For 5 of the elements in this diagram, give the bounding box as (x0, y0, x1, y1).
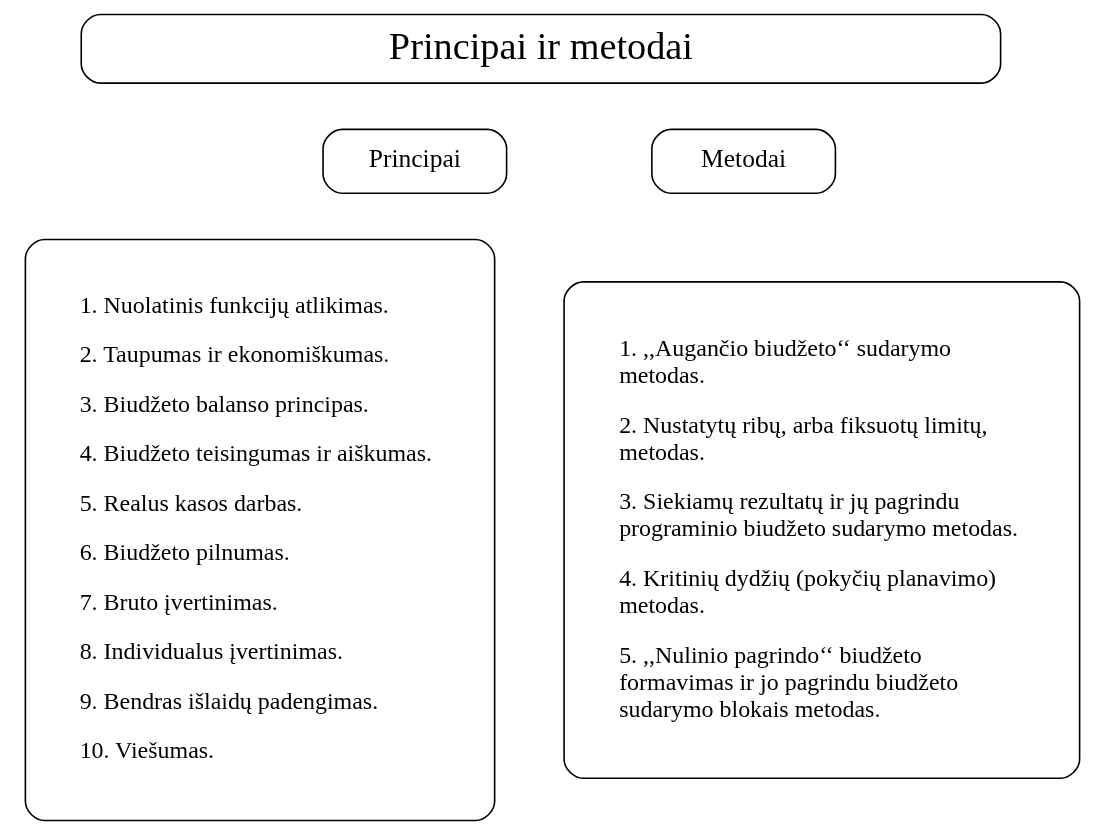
node-box: Metodai (650, 128, 836, 195)
node-box: 1. Nuolatinis funkcijų atlikimas. 2. Taupumas ir ekonomiškumas. 3. Biudžeto balanso principas. 4. Biudžeto teisingumas ir aiškumas. 5. Realus kasos darbas. 6. Biudžeto pilnumas. 7. Bruto įvertinimas. 8. Individualus įvertinimas. 9. Bendras išlaidų padengimas. 10. Viešumas. (24, 238, 495, 822)
node-box: Principai ir metodai (79, 13, 1001, 84)
node-box: 1. ,,Augančio biudžeto‘‘ sudarymo metodas. 2. Nustatytų ribų, arba fiksuotų limitų, metodas. 3. Siekiamų rezultatų ir jų pagrindu programinio biudžeto sudarymo metodas. 4. Kritinių dydžių (pokyčių planavimo) metodas. 5. ,,Nulinio pagrindo‘‘ biudžeto formavimas ir jo pagrindu biudžeto sudarymo blokais metodas. (562, 281, 1080, 779)
node-box: Principai (321, 128, 507, 195)
